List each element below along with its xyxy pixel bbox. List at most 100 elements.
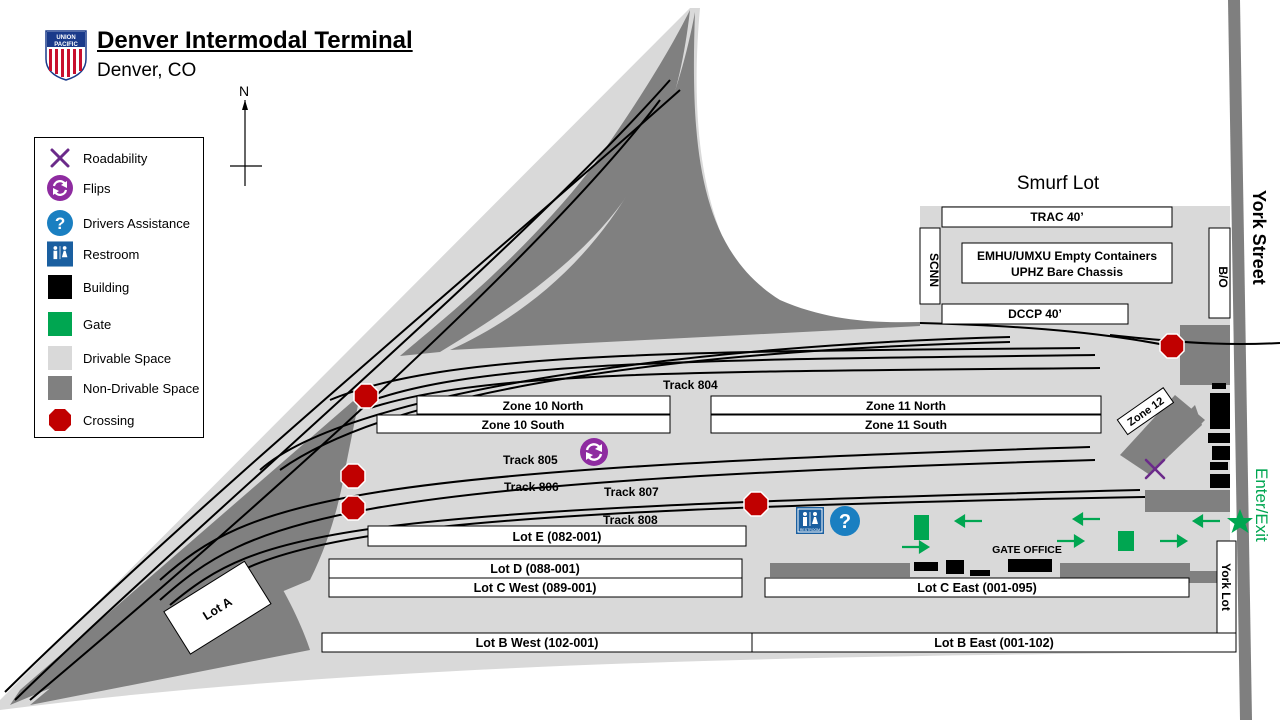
legend-item-restroom: Restroom bbox=[35, 241, 140, 267]
york-street-label: York Street bbox=[1249, 190, 1269, 285]
non-drivable-gate-strip bbox=[1145, 490, 1230, 512]
track-806-label: Track 806 bbox=[504, 480, 559, 494]
zone-trac-label: TRAC 40’ bbox=[1030, 210, 1083, 224]
track-805-label: Track 805 bbox=[503, 453, 558, 467]
legend-label: Roadability bbox=[83, 150, 148, 166]
legend-item-building: Building bbox=[35, 275, 129, 299]
legend-item-non-drivable-space: Non-Drivable Space bbox=[35, 376, 199, 400]
page-title: Denver Intermodal Terminal bbox=[97, 27, 413, 54]
non-drivable-lot-c-strip-east bbox=[1060, 563, 1190, 578]
gate-swatch bbox=[48, 312, 72, 336]
legend-item-drivable-space: Drivable Space bbox=[35, 346, 171, 370]
zone-10-south-label: Zone 10 South bbox=[482, 418, 565, 432]
lot-c-east-box bbox=[764, 577, 1190, 598]
lot-b-east-label: Lot B East (001-102) bbox=[934, 636, 1053, 650]
legend-item-gate: Gate bbox=[35, 312, 111, 336]
legend-label: Non-Drivable Space bbox=[83, 380, 200, 396]
zone-bo-box bbox=[1208, 227, 1231, 319]
non-drivable-east-block bbox=[1180, 325, 1230, 385]
svg-text:N: N bbox=[239, 84, 249, 99]
legend-label: Restroom bbox=[83, 246, 140, 262]
zone-10-north-label: Zone 10 North bbox=[503, 399, 584, 413]
zone-scnn-box bbox=[919, 227, 941, 305]
zone-dccp-label: DCCP 40’ bbox=[1008, 307, 1062, 321]
flip-icon bbox=[580, 438, 608, 466]
legend-label: Drivers Assistance bbox=[83, 215, 190, 231]
map-legend: Roadability Flips ? Drivers Assistance R… bbox=[34, 137, 204, 438]
track-804-label: Track 804 bbox=[663, 378, 718, 392]
building-swatch bbox=[48, 275, 72, 299]
crossing-icon bbox=[1159, 333, 1185, 359]
enter-exit-star-icon bbox=[1227, 509, 1253, 533]
page-subtitle: Denver, CO bbox=[97, 60, 197, 81]
non-drivable-york-lot-entry bbox=[1188, 571, 1218, 583]
non-drivable-zone12-area bbox=[1120, 395, 1205, 475]
zone-11-south-label: Zone 11 South bbox=[865, 418, 947, 432]
zone-emhu-box bbox=[961, 242, 1173, 284]
non-drivable-wedge-inner bbox=[450, 12, 920, 350]
crossing-icon bbox=[49, 409, 71, 431]
zone-11-south-box bbox=[710, 414, 1102, 434]
gate-west bbox=[914, 515, 929, 540]
legend-label: Crossing bbox=[83, 412, 135, 428]
lot-d-label: Lot D (088-001) bbox=[490, 562, 580, 576]
lot-e-label: Lot E (082-001) bbox=[513, 530, 602, 544]
crossing-icon bbox=[340, 495, 366, 521]
legend-label: Building bbox=[83, 279, 130, 295]
svg-text:PACIFIC: PACIFIC bbox=[54, 42, 78, 48]
non-drivable-wedge bbox=[400, 10, 690, 356]
lot-b-east-box bbox=[751, 632, 1237, 653]
legend-item-flips: Flips bbox=[35, 175, 111, 201]
wrench-screwdriver-icon bbox=[50, 148, 70, 168]
track-808-label: Track 808 bbox=[603, 513, 658, 527]
svg-text:?: ? bbox=[839, 511, 851, 533]
zone-bo-label: B/O bbox=[1216, 266, 1230, 287]
legend-item-roadability: Roadability bbox=[35, 146, 147, 170]
buildings bbox=[914, 383, 1230, 576]
crossing-icon bbox=[353, 383, 379, 409]
zone-uphz-label: UPHZ Bare Chassis bbox=[1011, 265, 1123, 279]
union-pacific-logo: UNION PACIFIC bbox=[45, 30, 87, 81]
zone-dccp-box bbox=[941, 303, 1129, 325]
zone-emhu-label: EMHU/UMXU Empty Containers bbox=[977, 249, 1157, 263]
enter-exit-label: Enter/Exit bbox=[1252, 468, 1271, 542]
legend-item-drivers-assistance: ? Drivers Assistance bbox=[35, 210, 190, 236]
street-crossing-track bbox=[1109, 334, 1280, 346]
wrench-screwdriver-icon bbox=[1144, 458, 1166, 480]
non-drivable-swatch bbox=[48, 376, 72, 400]
zone-trac-box bbox=[941, 206, 1173, 228]
smurf-lot-label: Smurf Lot bbox=[1017, 173, 1100, 194]
york-lot-label: York Lot bbox=[1219, 563, 1233, 611]
traffic-arrows bbox=[902, 512, 1220, 554]
legend-label: Drivable Space bbox=[83, 350, 172, 366]
legend-label: Gate bbox=[83, 316, 112, 332]
non-drivable-lot-c-strip-west bbox=[770, 563, 910, 577]
question-icon: ? bbox=[830, 506, 860, 536]
track-807-label: Track 807 bbox=[604, 485, 659, 499]
legend-label: Flips bbox=[83, 180, 111, 196]
non-drivable-zone12-area-2 bbox=[1160, 405, 1202, 455]
crossing-icons bbox=[340, 333, 1185, 521]
lot-a-box bbox=[163, 560, 272, 655]
svg-text:UNION: UNION bbox=[56, 35, 75, 41]
zone-10-north-box bbox=[416, 395, 671, 415]
zone-10-south-box bbox=[376, 414, 671, 434]
gate-office-label: GATE OFFICE bbox=[992, 544, 1062, 556]
restroom-icon: RESTROOM bbox=[796, 507, 824, 534]
svg-text:?: ? bbox=[55, 214, 65, 233]
lot-e-box bbox=[367, 525, 747, 547]
restroom-icon bbox=[47, 241, 73, 267]
flip-icon bbox=[47, 175, 73, 201]
zone-11-north-box bbox=[710, 395, 1102, 415]
non-drivable-left-strip bbox=[10, 395, 360, 705]
zone-12-box bbox=[1116, 387, 1175, 436]
north-arrow-icon: N bbox=[230, 84, 262, 186]
svg-text:RESTROOM: RESTROOM bbox=[800, 528, 820, 532]
zone-11-north-label: Zone 11 North bbox=[866, 399, 946, 413]
lot-c-west-box bbox=[328, 577, 743, 598]
york-lot-box bbox=[1216, 540, 1237, 634]
lot-c-west-label: Lot C West (089-001) bbox=[474, 581, 597, 595]
lot-c-east-label: Lot C East (001-095) bbox=[917, 581, 1036, 595]
drivable-swatch bbox=[48, 346, 72, 370]
